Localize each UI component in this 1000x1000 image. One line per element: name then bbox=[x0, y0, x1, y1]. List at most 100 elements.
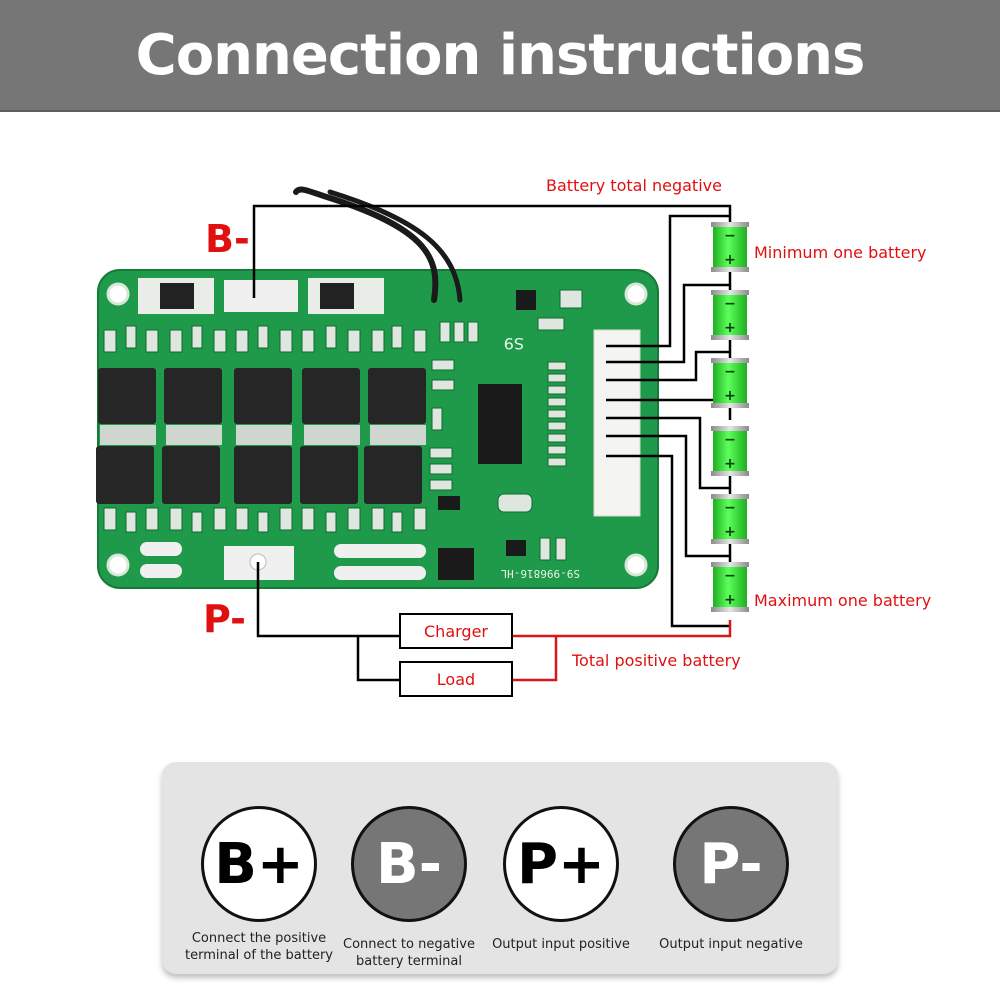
battery-cap-bottom bbox=[711, 539, 749, 544]
battery-cap-bottom bbox=[711, 267, 749, 272]
p-pad bbox=[140, 542, 182, 556]
transistor bbox=[516, 290, 536, 310]
bms-pcb: S9 S9-996816-HL bbox=[96, 186, 659, 589]
battery-positive-symbol: + bbox=[724, 524, 736, 540]
balance-connector bbox=[593, 329, 641, 517]
b-minus-pad bbox=[224, 280, 298, 312]
battery-cap-top bbox=[711, 426, 749, 431]
bms-ic-chip bbox=[478, 384, 522, 464]
battery-cap-top bbox=[711, 358, 749, 363]
terminal-legend-panel: B+ Connect the positive terminal of the … bbox=[162, 762, 838, 974]
battery-body bbox=[713, 295, 747, 335]
battery-negative-symbol: − bbox=[724, 364, 736, 380]
wire-pin-b2 bbox=[606, 350, 730, 382]
battery-negative-symbol: − bbox=[724, 228, 736, 244]
battery-body bbox=[713, 363, 747, 403]
mounting-hole bbox=[624, 553, 648, 577]
legend-item-b-plus: B+ Connect the positive terminal of the … bbox=[174, 806, 344, 964]
transistor bbox=[438, 496, 460, 510]
wire-p-minus-charger bbox=[256, 562, 400, 638]
mosfet-array bbox=[96, 368, 426, 504]
wire-pin-b1 bbox=[606, 283, 730, 364]
battery-negative-symbol: − bbox=[724, 296, 736, 312]
battery-cell: −+ bbox=[711, 494, 749, 544]
battery-total-negative-label: Battery total negative bbox=[546, 176, 722, 195]
wire-total-positive-load bbox=[512, 636, 558, 682]
wire-b-minus bbox=[252, 204, 732, 298]
silkscreen-code: S9 bbox=[504, 334, 524, 353]
silkscreen-model: S9-996816-HL bbox=[500, 567, 580, 580]
battery-cell: −+ bbox=[711, 222, 749, 272]
shunt-resistor bbox=[320, 283, 354, 309]
battery-body bbox=[713, 499, 747, 539]
battery-cap-top bbox=[711, 222, 749, 227]
page-title: Connection instructions bbox=[135, 22, 866, 88]
battery-negative-symbol: − bbox=[724, 500, 736, 516]
legend-item-p-plus: P+ Output input positive bbox=[476, 806, 646, 953]
p-plus-description: Output input positive bbox=[492, 937, 630, 952]
battery-body bbox=[713, 567, 747, 607]
battery-cell: −+ bbox=[711, 358, 749, 408]
b-minus-description: Connect to negative battery terminal bbox=[343, 937, 475, 969]
thermistor-wire bbox=[327, 189, 463, 303]
transistor bbox=[506, 540, 526, 556]
battery-cap-top bbox=[711, 494, 749, 499]
battery-positive-symbol: + bbox=[724, 456, 736, 472]
wire-pin-b5 bbox=[606, 434, 730, 558]
battery-stack: −+−+−+−+−+−+ bbox=[711, 222, 749, 612]
shunt-resistor bbox=[160, 283, 194, 309]
battery-cap-bottom bbox=[711, 607, 749, 612]
legend-item-p-minus: P- Output input negative bbox=[646, 806, 816, 953]
b-plus-description: Connect the positive terminal of the bat… bbox=[184, 931, 333, 963]
mounting-hole bbox=[106, 553, 130, 577]
battery-cap-top bbox=[711, 290, 749, 295]
battery-positive-symbol: + bbox=[724, 388, 736, 404]
battery-cap-bottom bbox=[711, 335, 749, 340]
mosfet-tabs bbox=[100, 425, 426, 445]
wire-p-minus-load bbox=[356, 636, 400, 682]
p-pad bbox=[334, 544, 426, 558]
charger-label: Charger bbox=[424, 622, 488, 641]
battery-body bbox=[713, 431, 747, 471]
p-minus-label: P- bbox=[203, 597, 246, 641]
load-box bbox=[399, 661, 513, 697]
battery-positive-symbol: + bbox=[724, 252, 736, 268]
p-minus-description: Output input negative bbox=[659, 937, 803, 952]
header-bar: Connection instructions bbox=[0, 0, 1000, 112]
total-positive-battery-label: Total positive battery bbox=[571, 651, 741, 670]
smd-components bbox=[103, 289, 583, 561]
battery-cell: −+ bbox=[711, 426, 749, 476]
black-wires bbox=[252, 204, 732, 682]
battery-cell: −+ bbox=[711, 562, 749, 612]
p-pad bbox=[334, 566, 426, 580]
mounting-holes bbox=[106, 282, 648, 577]
battery-positive-symbol: + bbox=[724, 320, 736, 336]
battery-cap-bottom bbox=[711, 471, 749, 476]
mounting-hole bbox=[106, 282, 130, 306]
battery-cap-bottom bbox=[711, 403, 749, 408]
wire-pin-b0 bbox=[606, 214, 730, 348]
battery-negative-symbol: − bbox=[724, 568, 736, 584]
battery-positive-symbol: + bbox=[724, 592, 736, 608]
wire-pin-bplus bbox=[606, 454, 730, 628]
p-plus-badge: P+ bbox=[503, 806, 619, 922]
mounting-hole bbox=[624, 282, 648, 306]
battery-body bbox=[713, 227, 747, 267]
b-minus-label: B- bbox=[205, 217, 250, 261]
p-minus-badge: P- bbox=[673, 806, 789, 922]
b-minus-badge: B- bbox=[351, 806, 467, 922]
thermistor-wire bbox=[293, 186, 439, 303]
wire-pin-b4 bbox=[606, 416, 730, 490]
maximum-one-battery-label: Maximum one battery bbox=[754, 591, 931, 610]
diode bbox=[438, 548, 474, 580]
p-pad bbox=[140, 564, 182, 578]
battery-cap-top bbox=[711, 562, 749, 567]
red-wires bbox=[512, 620, 732, 682]
battery-negative-symbol: − bbox=[724, 432, 736, 448]
charger-box bbox=[399, 613, 513, 649]
load-label: Load bbox=[437, 670, 475, 689]
battery-cell: −+ bbox=[711, 290, 749, 340]
minimum-one-battery-label: Minimum one battery bbox=[754, 243, 927, 262]
b-plus-badge: B+ bbox=[201, 806, 317, 922]
